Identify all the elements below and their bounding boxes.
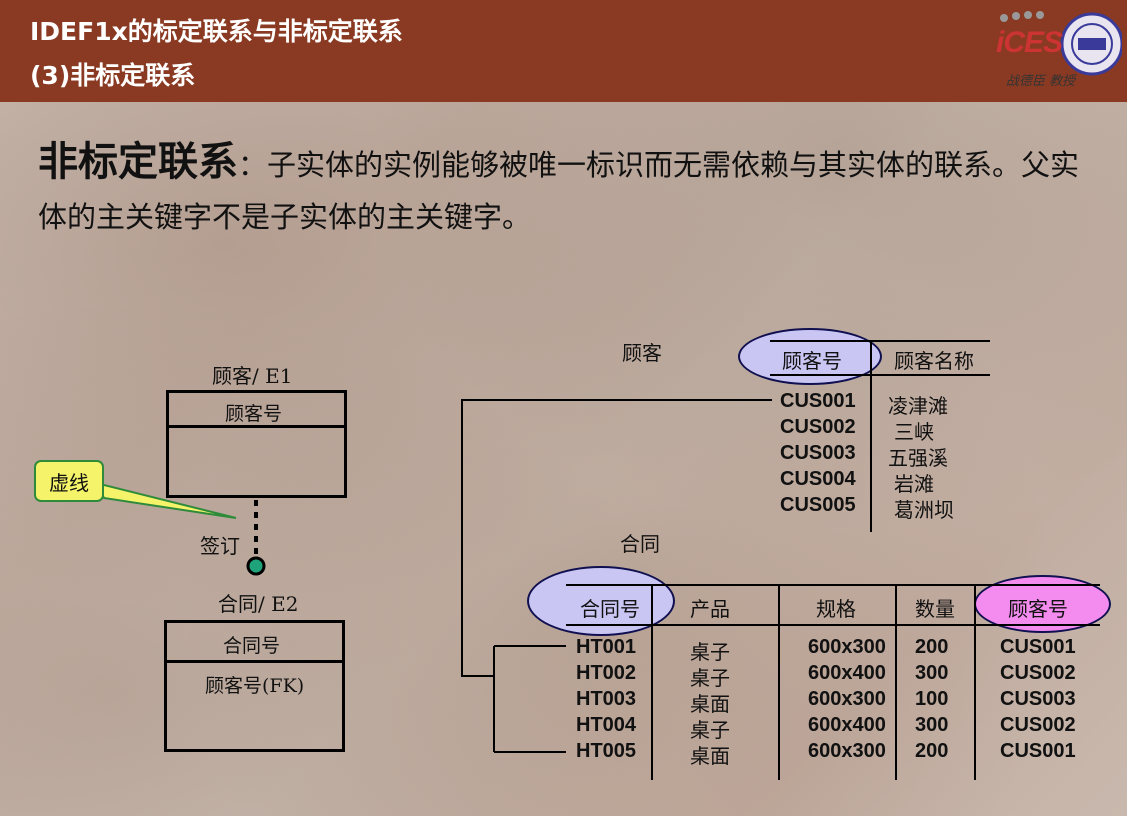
entity1-key-area: 顾客号 (169, 393, 344, 428)
contract-row-id: HT004 (576, 714, 637, 736)
contract-row-id: HT003 (576, 688, 637, 710)
entity2-box: 合同号 顾客号(FK) (164, 620, 345, 752)
contract-row-qty: 200 (915, 636, 949, 658)
definition-colon: ： (238, 148, 268, 182)
customer-row-name: 三峡 (894, 420, 934, 444)
customer-row-name: 五强溪 (888, 446, 948, 470)
entity2-key-area: 合同号 (167, 623, 342, 663)
contract-row-spec: 600x300 (808, 740, 886, 762)
entity1-box: 顾客号 (166, 390, 347, 498)
customer-row-id: CUS001 (780, 390, 856, 412)
contract-header-id: 合同号 (580, 597, 640, 621)
contract-header-product: 产品 (690, 597, 730, 621)
contract-row-product: 桌子 (690, 666, 730, 690)
entity2-title: 合同/ E2 (218, 592, 299, 616)
entity2-key: 合同号 (223, 635, 281, 657)
contract-row-product: 桌面 (690, 744, 730, 768)
customer-header-name: 顾客名称 (894, 349, 974, 373)
contract-row-customer-id: CUS003 (1000, 688, 1076, 710)
relationship-dot (246, 556, 266, 576)
customer-col-divider (870, 340, 872, 532)
seal-icon (1000, 11, 1122, 76)
contract-header-customer-id: 顾客号 (1008, 597, 1068, 621)
customer-header-rule (770, 374, 990, 376)
customer-row-id: CUS002 (780, 416, 856, 438)
contract-row-id: HT005 (576, 740, 637, 762)
contract-row-customer-id: CUS002 (1000, 714, 1076, 736)
author-name: 战德臣 教授 (1006, 74, 1076, 89)
contract-header-rule (566, 624, 1100, 626)
relationship-label: 签订 (200, 534, 240, 558)
contract-top-rule (566, 584, 1100, 586)
contract-col-divider (778, 584, 780, 780)
contract-row-customer-id: CUS001 (1000, 740, 1076, 762)
contract-row-qty: 300 (915, 714, 949, 736)
customer-row-name: 凌津滩 (888, 394, 948, 418)
callout-pointer (94, 481, 237, 519)
contract-row-product: 桌子 (690, 718, 730, 742)
definition-text: 子实体的实例能够被唯一标识而无需依赖与其实体的联系。父实体的主关键字不是子实体的… (38, 148, 1080, 234)
contract-header-spec: 规格 (816, 597, 856, 621)
contract-row-spec: 600x300 (808, 636, 886, 658)
dashed-line-callout: 虚线 (34, 460, 104, 502)
ices-logo: iCES 战德臣 教授 (992, 4, 1122, 96)
customer-header-id: 顾客号 (782, 349, 842, 373)
contract-row-customer-id: CUS001 (1000, 636, 1076, 658)
contract-col-divider (895, 584, 897, 780)
customer-top-rule (770, 340, 990, 342)
contract-row-id: HT002 (576, 662, 637, 684)
customer-row-id: CUS004 (780, 468, 856, 490)
contract-col-divider (651, 584, 653, 780)
contract-row-product: 桌面 (690, 692, 730, 716)
entity1-key: 顾客号 (225, 403, 283, 425)
title-bar: IDEF1x的标定联系与非标定联系 (3)非标定联系 iCES 战德臣 教授 (0, 0, 1127, 102)
customer-row-name: 岩滩 (894, 472, 934, 496)
definition-paragraph: 非标定联系：子实体的实例能够被唯一标识而无需依赖与其实体的联系。父实体的主关键字… (38, 136, 1098, 243)
customer-table-caption: 顾客 (622, 341, 662, 365)
contract-row-customer-id: CUS002 (1000, 662, 1076, 684)
contract-row-product: 桌子 (690, 640, 730, 664)
contract-table-caption: 合同 (620, 532, 660, 556)
logo-text: iCES (996, 26, 1063, 59)
contract-row-spec: 600x400 (808, 714, 886, 736)
contract-row-qty: 200 (915, 740, 949, 762)
contract-row-qty: 100 (915, 688, 949, 710)
entity2-fk: 顾客号(FK) (205, 675, 305, 697)
definition-term: 非标定联系 (38, 139, 238, 185)
contract-row-spec: 600x300 (808, 688, 886, 710)
customer-row-id: CUS005 (780, 494, 856, 516)
contract-col-divider (974, 584, 976, 780)
slide-subtitle: (3)非标定联系 (30, 61, 196, 90)
callout-text: 虚线 (49, 470, 89, 495)
slide-title: IDEF1x的标定联系与非标定联系 (30, 17, 403, 46)
customer-row-name: 葛洲坝 (894, 498, 954, 522)
link-line (461, 399, 772, 677)
contract-row-qty: 300 (915, 662, 949, 684)
contract-row-id: HT001 (576, 636, 637, 658)
contract-header-qty: 数量 (915, 597, 955, 621)
entity1-title: 顾客/ E1 (212, 364, 293, 388)
customer-row-id: CUS003 (780, 442, 856, 464)
contract-row-spec: 600x400 (808, 662, 886, 684)
